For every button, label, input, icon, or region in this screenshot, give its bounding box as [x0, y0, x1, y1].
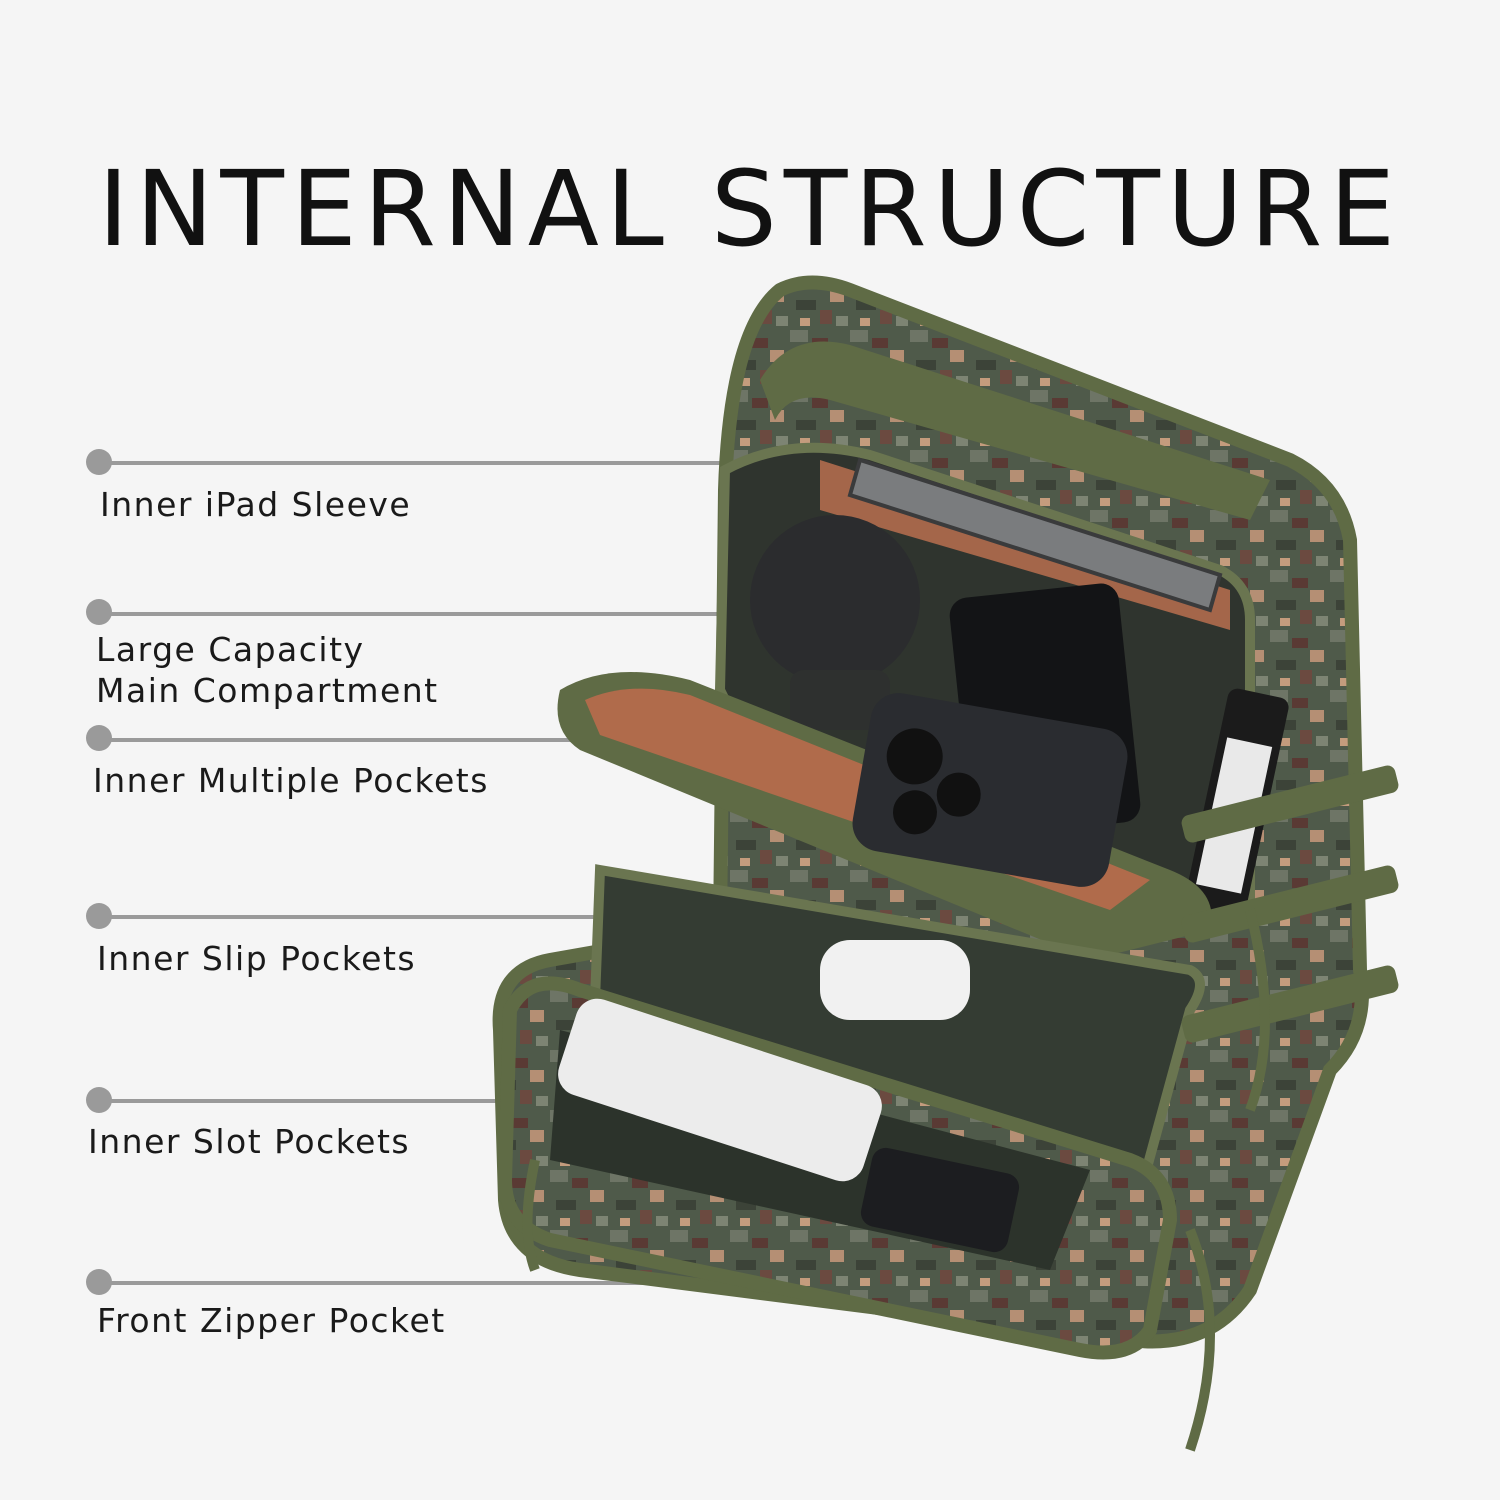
phone-shape: [852, 693, 1128, 887]
earbuds-case-shape: [820, 940, 970, 1020]
small-device-shape: [860, 1147, 1020, 1253]
callout-label-multiple-pockets: Inner Multiple Pockets: [93, 761, 489, 800]
callout-line-front-zipper-pocket: [98, 1281, 758, 1285]
callout-label-slip-pockets: Inner Slip Pockets: [97, 939, 417, 978]
white-powerbank-shape: [558, 998, 882, 1182]
round-speaker-shape: [750, 515, 920, 685]
drawcord-3: [1245, 908, 1270, 1112]
molle-strap-1: [1181, 765, 1399, 843]
callout-label-slot-pockets: Inner Slot Pockets: [88, 1122, 411, 1161]
drawcord-2: [522, 1158, 540, 1272]
callout-line-main-compartment: [98, 612, 803, 616]
umbrella-shape: [790, 670, 890, 730]
tablet-shape: [847, 457, 1223, 613]
callout-line-ipad-sleeve: [98, 461, 853, 465]
bag-product-image: [492, 275, 1399, 1452]
callout-line-multiple-pockets: [98, 738, 803, 742]
callout-line-slip-pockets: [98, 915, 758, 919]
page-title: INTERNAL STRUCTURE: [97, 147, 1403, 270]
callout-label-front-zipper-pocket: Front Zipper Pocket: [97, 1301, 446, 1340]
molle-strap-3: [1181, 965, 1399, 1043]
callout-label-ipad-sleeve: Inner iPad Sleeve: [100, 485, 412, 524]
molle-strap-2: [1181, 865, 1399, 943]
bag-handle-shape: [760, 341, 1270, 520]
callout-label-main-compartment-line1: Large Capacity: [96, 630, 365, 669]
drawcord-1: [1185, 1228, 1215, 1452]
callout-line-slot-pockets: [98, 1099, 758, 1103]
callout-label-main-compartment-line2: Main Compartment: [96, 671, 439, 710]
